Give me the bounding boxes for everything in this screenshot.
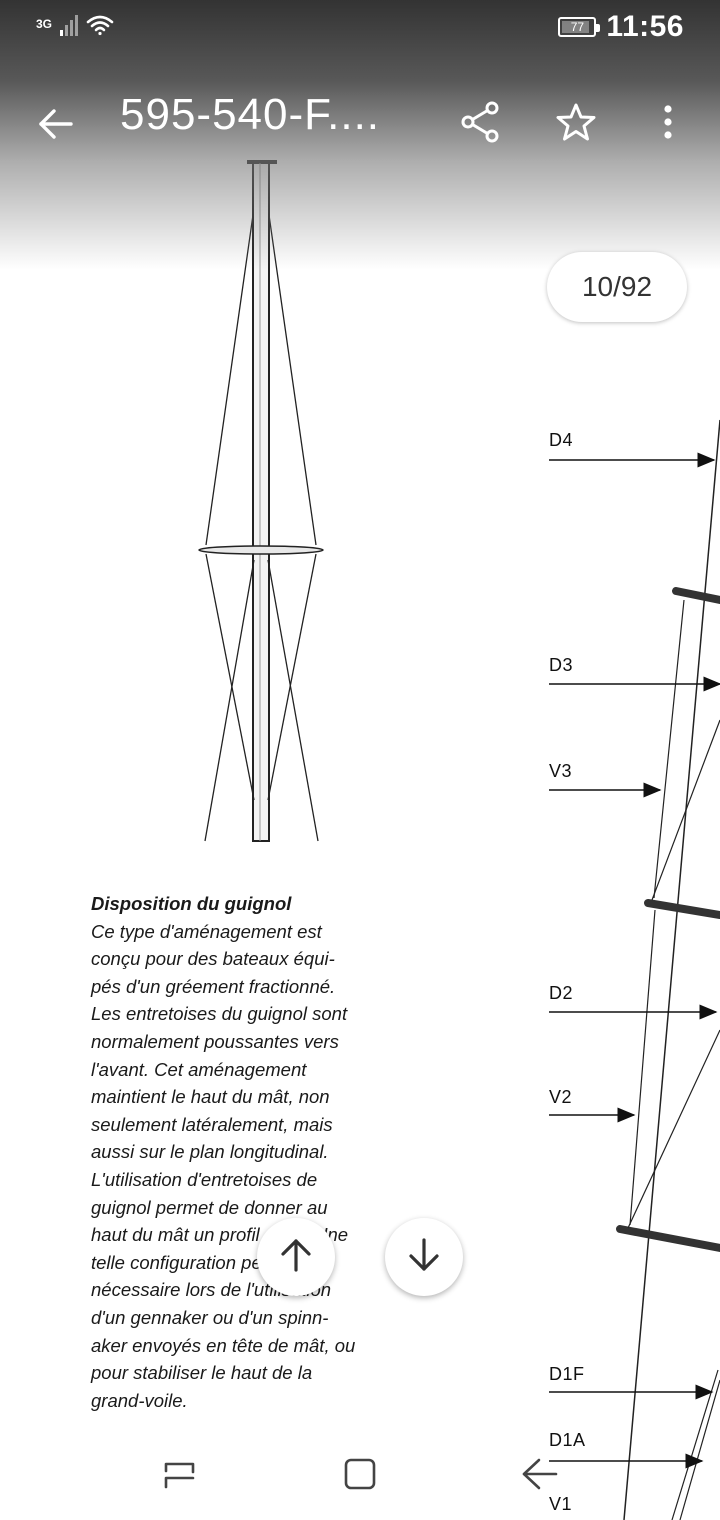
clock: 11:56 [606, 10, 684, 43]
arrow-up-icon [280, 1238, 312, 1277]
text-line: aussi sur le plan longitudinal. [91, 1141, 329, 1163]
back-icon [521, 1457, 559, 1496]
text-line: guignol permet de donner au [91, 1196, 328, 1218]
network-type: 3G [36, 16, 53, 31]
text-line: aker envoyés en tête de mât, ou [91, 1334, 356, 1356]
home-button[interactable] [330, 1446, 390, 1506]
document-title: 595-540-F.... [120, 90, 381, 139]
text-line: d'un gennaker ou d'un spinn- [91, 1306, 329, 1328]
back-arrow-icon [38, 108, 74, 145]
mast-front-view [198, 160, 324, 842]
text-line: seulement latéralement, mais [91, 1113, 333, 1135]
page-indicator: 10/92 [547, 252, 687, 322]
label-v2: V2 [549, 1087, 573, 1107]
text-line: l'avant. Cet aménagement [91, 1058, 307, 1080]
status-bar: 3G 77 11:56 [0, 0, 720, 56]
text-line: Ce type d'aménagement est [91, 920, 322, 942]
recents-button[interactable] [150, 1446, 210, 1506]
star-icon [556, 103, 596, 146]
label-d1f: D1F [549, 1364, 585, 1384]
label-d1a: D1A [549, 1430, 586, 1450]
battery-level: 77 [570, 20, 585, 34]
previous-page-button[interactable] [257, 1218, 335, 1296]
back-button[interactable] [28, 98, 84, 154]
share-icon [460, 101, 500, 148]
text-line: conçu pour des bateaux équi- [91, 948, 335, 970]
text-line: pour stabiliser le haut de la [91, 1362, 313, 1384]
text-line: normalement poussantes vers [91, 1030, 339, 1052]
system-nav-bar [0, 1430, 720, 1520]
signal-icon [60, 14, 79, 41]
status-left: 3G [36, 14, 114, 41]
text-line: haut du mât un profil effilé. Une [91, 1224, 349, 1246]
status-right: 77 11:56 [558, 10, 684, 44]
description-text: Disposition du guignol Ce type d'aménage… [91, 890, 421, 1414]
app-bar: 595-540-F.... [0, 80, 720, 164]
next-page-button[interactable] [385, 1218, 463, 1296]
description-heading: Disposition du guignol [91, 893, 292, 914]
text-line: maintient le haut du mât, non [91, 1086, 330, 1108]
favorite-button[interactable] [548, 96, 604, 152]
text-line: telle configuration peut être [91, 1251, 315, 1273]
mast-side-view [616, 419, 720, 1520]
text-line: nécessaire lors de l'utilisation [91, 1279, 332, 1301]
battery-icon: 77 [558, 17, 601, 37]
text-line: L'utilisation d'entretoises de [91, 1168, 318, 1190]
label-v3: V3 [549, 761, 573, 781]
arrow-down-icon [408, 1237, 440, 1277]
text-line: Les entretoises du guignol sont [91, 1003, 348, 1025]
label-d2: D2 [549, 983, 574, 1003]
home-icon [343, 1457, 377, 1496]
more-options-button[interactable] [640, 96, 696, 152]
system-back-button[interactable] [510, 1446, 570, 1506]
more-vert-icon [663, 104, 673, 144]
label-d3: D3 [549, 655, 574, 675]
text-line: pés d'un gréement fractionné. [91, 975, 336, 997]
share-button[interactable] [452, 96, 508, 152]
label-arrows [549, 452, 720, 1469]
label-d4: D4 [549, 430, 574, 450]
wifi-icon [86, 14, 114, 41]
label-v1: V1 [549, 1494, 573, 1514]
recents-icon [163, 1459, 197, 1494]
text-line: grand-voile. [91, 1389, 188, 1411]
